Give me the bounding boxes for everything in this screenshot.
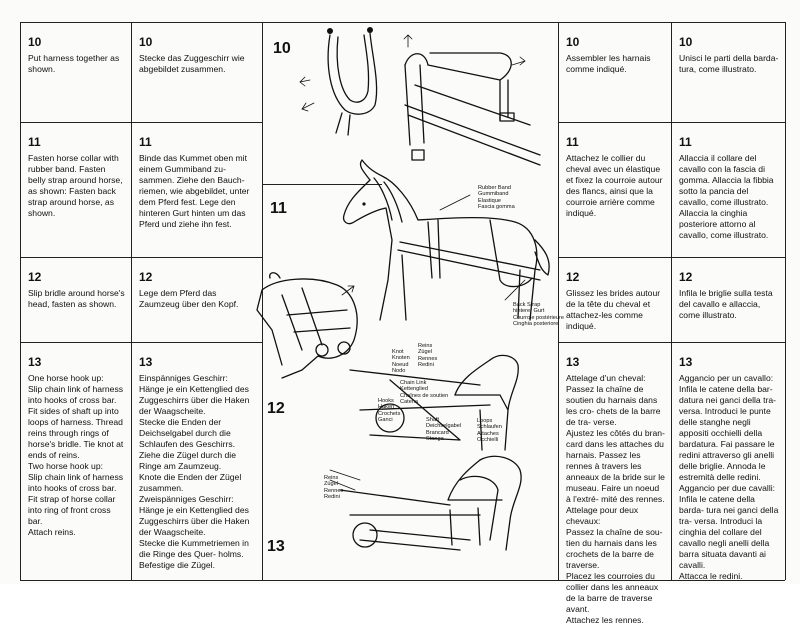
step-text: Infila le briglie sulla testa del cavall… bbox=[679, 288, 773, 320]
step-text: Allaccia il collare del cavallo con la f… bbox=[679, 153, 774, 240]
step-number: 12 bbox=[566, 270, 580, 284]
column-german: 10 Stecke das Zuggeschirr wie abgebildet… bbox=[131, 22, 262, 580]
label-back-strap: Back Strap hinterer Gurt Courroie postér… bbox=[513, 302, 564, 328]
step-number: 11 bbox=[28, 135, 41, 149]
label-reins-top: Reins Zügel Rennes Redini bbox=[418, 343, 438, 369]
step-text: Put harness together as shown. bbox=[28, 53, 120, 74]
step-number: 11 bbox=[566, 135, 579, 149]
instruction-sheet: 10 Put harness together as shown. 11 Fas… bbox=[20, 22, 786, 625]
step-text: One horse hook up: Slip chain link of ha… bbox=[28, 373, 124, 537]
divider bbox=[671, 22, 672, 580]
step-number: 10 bbox=[139, 35, 153, 49]
divider bbox=[785, 22, 786, 580]
step-number: 10 bbox=[679, 35, 693, 49]
step-text: Attelage d'un cheval: Passez la chaîne d… bbox=[566, 373, 665, 625]
divider bbox=[262, 184, 382, 185]
divider bbox=[558, 22, 559, 580]
horse-with-harness-illustration bbox=[342, 159, 550, 321]
divider bbox=[131, 22, 132, 580]
step-number: 12 bbox=[679, 270, 693, 284]
step-number: 13 bbox=[28, 355, 42, 369]
step-text: Einspänniges Geschirr: Hänge je ein Kett… bbox=[139, 373, 250, 570]
step-number: 10 bbox=[566, 35, 580, 49]
column-italian: 10 Unisci le parti della barda- tura, co… bbox=[671, 22, 785, 581]
label-shaft: Shaft Deichselgabel Brancard Stanga bbox=[426, 417, 462, 443]
step-number: 11 bbox=[679, 135, 692, 149]
step-number: 12 bbox=[28, 270, 42, 284]
figure-number: 13 bbox=[267, 538, 285, 555]
step-text: Attachez le collier du cheval avec un él… bbox=[566, 153, 663, 218]
figure-number: 12 bbox=[267, 400, 285, 417]
label-rubber-band: Rubber Band Gummiband Elastique Fascia g… bbox=[478, 185, 515, 211]
step-number: 13 bbox=[139, 355, 153, 369]
step-text: Stecke das Zuggeschirr wie abgebildet zu… bbox=[139, 53, 245, 74]
step-number: 13 bbox=[566, 355, 580, 369]
label-knot: Knot Knoten Noeud Nodo bbox=[392, 349, 410, 375]
step-number: 11 bbox=[139, 135, 152, 149]
cart-hookup-illustration bbox=[329, 354, 522, 551]
step-number: 10 bbox=[28, 35, 42, 49]
step-text: Glissez les brides autour de la tête du … bbox=[566, 288, 661, 331]
step-text: Aggancio per un cavallo: Infila le caten… bbox=[679, 373, 779, 581]
divider bbox=[262, 22, 558, 23]
step-number: 13 bbox=[679, 355, 693, 369]
label-chain-link: Chain Link Kettenglied Chaînes de soutie… bbox=[400, 380, 449, 406]
step-text: Binde das Kummet oben mit einem Gummiban… bbox=[139, 153, 250, 229]
label-loops: Loops Schlaufen Attaches Occhielli bbox=[477, 418, 502, 444]
horse-bridle-illustration bbox=[256, 272, 358, 379]
step-number: 12 bbox=[139, 270, 153, 284]
divider bbox=[20, 22, 21, 580]
column-french: 10 Assembler les harnais comme indiqué. … bbox=[558, 22, 671, 625]
step-text: Fasten horse collar with rubber band. Fa… bbox=[28, 153, 123, 218]
label-reins-bottom: Reins Zügel Rennes Redini bbox=[324, 475, 344, 501]
label-hooks: Hooks Haken Crochets Ganci bbox=[378, 398, 401, 424]
step-text: Lege dem Pferd das Zaumzeug über den Kop… bbox=[139, 288, 239, 309]
step-text: Unisci le parti della barda- tura, come … bbox=[679, 53, 779, 74]
figure-number: 11 bbox=[270, 200, 287, 217]
divider bbox=[262, 22, 263, 580]
divider bbox=[20, 580, 785, 581]
step-text: Slip bridle around horse's head, fasten … bbox=[28, 288, 125, 309]
harness-assembly-illustration bbox=[299, 27, 541, 166]
step-text: Assembler les harnais comme indiqué. bbox=[566, 53, 651, 74]
figure-number: 10 bbox=[273, 40, 291, 57]
column-english: 10 Put harness together as shown. 11 Fas… bbox=[20, 22, 131, 580]
